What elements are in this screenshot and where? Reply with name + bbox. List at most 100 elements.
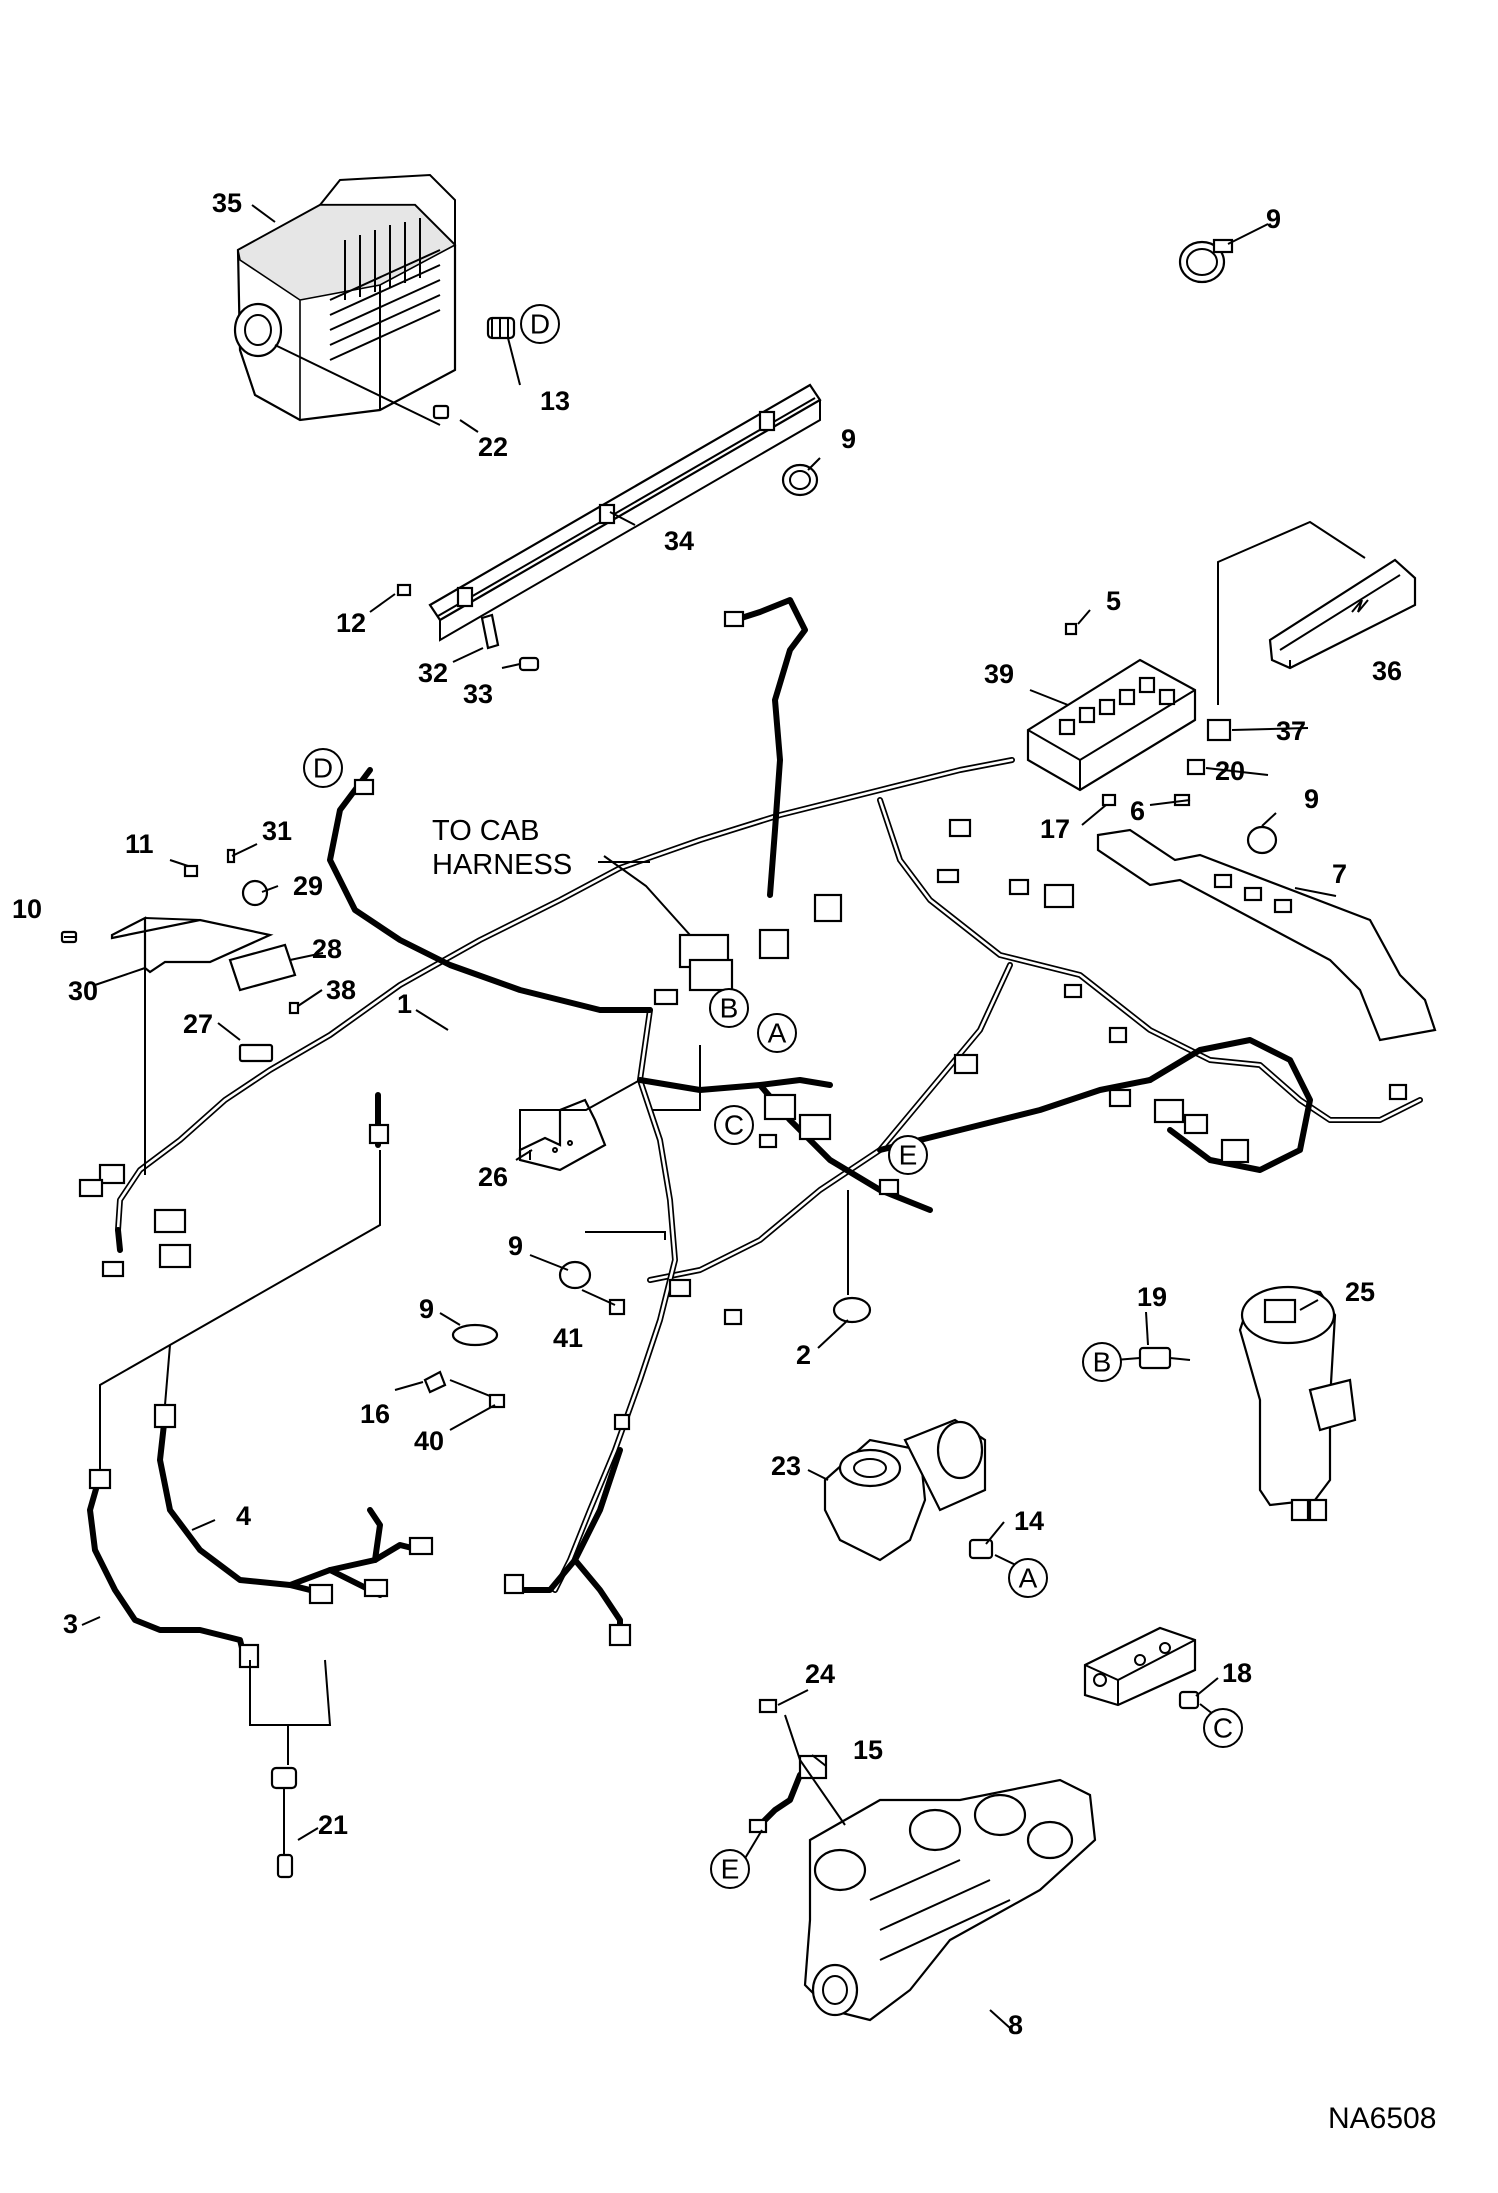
callout-24: 24 xyxy=(805,1659,835,1689)
part-14-sensor xyxy=(968,1538,994,1560)
callout-29: 29 xyxy=(293,871,323,901)
part-30-bracket xyxy=(110,916,274,974)
ref-d-top: D xyxy=(520,304,560,344)
note-line-1: TO CAB xyxy=(432,815,539,847)
part-36-fuse-cover xyxy=(1268,558,1417,670)
svg-text:E: E xyxy=(899,1140,918,1171)
part-22-screw xyxy=(432,404,450,420)
svg-text:A: A xyxy=(1019,1563,1038,1594)
callout-18: 18 xyxy=(1222,1658,1252,1688)
callout-2: 2 xyxy=(796,1340,811,1370)
callout-36: 36 xyxy=(1372,656,1402,686)
part-38-pin xyxy=(288,1001,300,1015)
part-26-bracket xyxy=(518,1098,607,1172)
callout-3: 3 xyxy=(63,1609,78,1639)
drawing-number: NA6508 xyxy=(1328,2102,1436,2135)
callout-12: 12 xyxy=(336,608,366,638)
svg-text:C: C xyxy=(1213,1713,1233,1744)
part-11-nut xyxy=(183,864,199,878)
callout-4: 4 xyxy=(236,1501,251,1531)
part-16-clip xyxy=(423,1370,447,1394)
part-8-control-valve xyxy=(803,1778,1097,2022)
callout-10: 10 xyxy=(12,894,42,924)
svg-text:B: B xyxy=(1093,1347,1112,1378)
callout-17: 17 xyxy=(1040,814,1070,844)
callout-9b: 9 xyxy=(841,424,856,454)
part-5-screw xyxy=(1064,622,1078,636)
callout-22: 22 xyxy=(478,432,508,462)
leader-lines xyxy=(64,204,1337,2029)
part-9-clamp-rail xyxy=(781,463,819,497)
callout-7: 7 xyxy=(1332,859,1347,889)
callout-39: 39 xyxy=(984,659,1014,689)
part-34-mounting-rail xyxy=(428,383,822,642)
callout-38: 38 xyxy=(326,975,356,1005)
ref-b-harness: B xyxy=(709,988,749,1028)
part-27-seal xyxy=(238,1043,274,1063)
callout-14: 14 xyxy=(1014,1506,1044,1536)
svg-text:A: A xyxy=(768,1018,787,1049)
callout-35: 35 xyxy=(212,188,242,218)
part-37-relay xyxy=(1206,718,1232,742)
callout-9c: 9 xyxy=(1304,784,1319,814)
callout-28: 28 xyxy=(312,934,342,964)
note-line-2: HARNESS xyxy=(432,849,572,881)
callout-37: 37 xyxy=(1276,716,1306,746)
callout-6: 6 xyxy=(1130,796,1145,826)
reference-markers: D D B A C E B A C E xyxy=(303,304,1243,1889)
part-20-relay xyxy=(1186,758,1206,776)
part-35-controller-box xyxy=(233,173,457,426)
callout-25: 25 xyxy=(1345,1277,1375,1307)
callout-30: 30 xyxy=(68,976,98,1006)
part-1-main-harness xyxy=(115,597,1423,1593)
callout-labels: 35 9 13 22 9 34 12 32 33 5 39 36 37 20 9… xyxy=(12,188,1402,2040)
svg-text:D: D xyxy=(313,753,333,784)
ref-c-sensor: C xyxy=(1203,1708,1243,1748)
part-12-nut xyxy=(396,583,412,597)
lower-harness-branch xyxy=(503,1447,632,1647)
part-9-clamp-lower xyxy=(451,1323,499,1347)
callout-40: 40 xyxy=(414,1426,444,1456)
callout-19: 19 xyxy=(1137,1282,1167,1312)
ref-d-harness: D xyxy=(303,748,343,788)
part-29-clip xyxy=(241,879,269,907)
ref-a-harness: A xyxy=(757,1013,797,1053)
callout-15: 15 xyxy=(853,1735,883,1765)
svg-text:E: E xyxy=(721,1854,740,1885)
part-4-harness xyxy=(153,1403,434,1605)
callout-23: 23 xyxy=(771,1451,801,1481)
part-41-clip xyxy=(608,1298,626,1316)
harness-connectors xyxy=(78,610,1408,1431)
part-21-sensor xyxy=(270,1766,298,1879)
callout-9a: 9 xyxy=(1266,204,1281,234)
part-2-clamp xyxy=(832,1296,872,1324)
callout-9e: 9 xyxy=(419,1294,434,1324)
callout-21: 21 xyxy=(318,1810,348,1840)
callout-16: 16 xyxy=(360,1399,390,1429)
part-15-harness xyxy=(748,1754,828,1834)
part-25-filter xyxy=(1238,1285,1357,1522)
ref-e-valve: E xyxy=(710,1849,750,1889)
part-32-strap xyxy=(480,613,500,650)
callout-11: 11 xyxy=(125,829,154,859)
part-3-harness xyxy=(87,1468,260,1669)
ref-e-harness: E xyxy=(888,1135,928,1175)
part-23-motor xyxy=(823,1418,987,1562)
part-18-valve-block xyxy=(1083,1626,1197,1707)
part-19-switch xyxy=(1138,1346,1191,1370)
part-28-connector-housing xyxy=(228,943,297,992)
callout-41: 41 xyxy=(553,1323,583,1353)
part-33-bolt xyxy=(518,656,540,672)
part-13-sensor xyxy=(486,316,516,340)
callout-33: 33 xyxy=(463,679,493,709)
callout-31: 31 xyxy=(262,816,292,846)
ref-b-switch: B xyxy=(1082,1342,1122,1382)
callout-32: 32 xyxy=(418,658,448,688)
ref-c-harness: C xyxy=(714,1105,754,1145)
callout-1: 1 xyxy=(397,989,412,1019)
part-9-clamp-center xyxy=(558,1260,592,1290)
part-17-fuse xyxy=(1101,793,1117,807)
callout-9d: 9 xyxy=(508,1231,523,1261)
callout-5: 5 xyxy=(1106,586,1121,616)
